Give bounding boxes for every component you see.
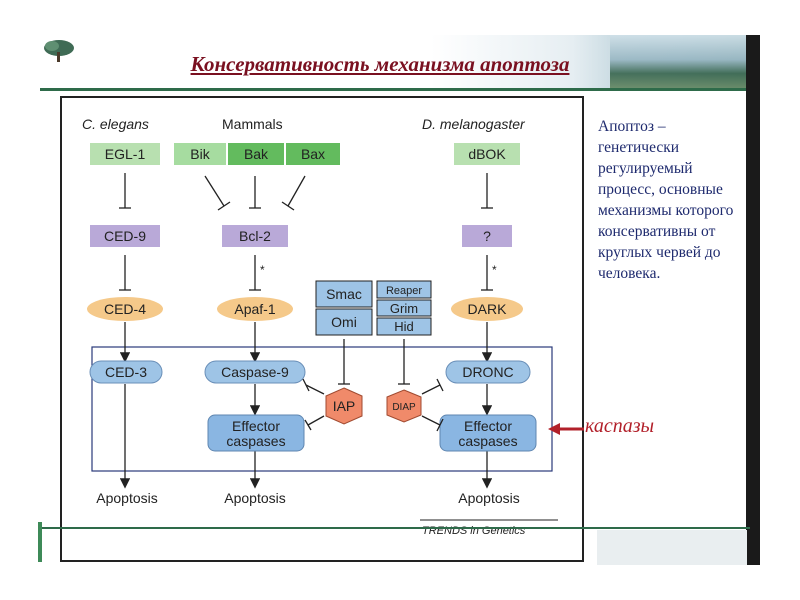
smac-label: Smac (326, 286, 362, 302)
ced4-oval (87, 297, 163, 321)
caspase-region-frame (91, 346, 553, 472)
mammals-asterisk: * (260, 263, 265, 277)
omi-box (315, 308, 373, 336)
iap-hexagon (325, 387, 363, 425)
dark-label: DARK (468, 301, 508, 317)
col-header-c-elegans: C. elegans (82, 116, 149, 132)
unknown-box (462, 225, 512, 247)
right-edge-bar (746, 35, 760, 565)
bcl2-box (222, 225, 288, 247)
diap-label: DIAP (392, 402, 416, 413)
apaf1-label: Apaf-1 (234, 301, 275, 317)
bcl2-label: Bcl-2 (239, 228, 271, 244)
apoptosis-mammals: Apoptosis (224, 490, 285, 506)
side-description: Апоптоз – генетически регулируемый проце… (598, 118, 734, 282)
inhibition-lines-top (119, 173, 493, 211)
tree-logo-icon (44, 40, 74, 62)
bak-box (228, 143, 284, 165)
effector-mammals-line1: Effector (232, 418, 280, 434)
footer-left-accent (38, 522, 42, 562)
bik-label: Bik (190, 146, 210, 162)
bik-box (174, 143, 226, 165)
effector-drosophila-line1: Effector (464, 418, 512, 434)
inhibition-lines-middle (119, 255, 493, 291)
grim-label: Grim (390, 301, 418, 316)
caspase9-pill (204, 360, 306, 384)
caspase9-label: Caspase-9 (221, 364, 289, 380)
dronc-label: DRONC (462, 364, 513, 380)
grim-box (376, 299, 432, 317)
header-landscape-image (610, 35, 750, 90)
header-divider (40, 88, 750, 91)
caspase-pointer-arrow-icon (548, 423, 584, 435)
dbok-box (454, 143, 520, 165)
egl1-label: EGL-1 (105, 146, 146, 162)
iap-inhibition-lines (302, 339, 444, 432)
effector-mammals-line2: caspases (226, 433, 285, 449)
ced3-pill (89, 360, 163, 384)
activation-arrows (119, 322, 493, 489)
caspases-label: каспазы (585, 415, 655, 437)
smac-box (315, 280, 373, 308)
dark-oval (451, 297, 523, 321)
reaper-label: Reaper (386, 285, 422, 297)
bax-label: Bax (301, 146, 325, 162)
diap-hexagon (386, 389, 422, 423)
ced4-label: CED-4 (104, 301, 146, 317)
iap-label: IAP (333, 398, 356, 414)
bak-label: Bak (244, 146, 269, 162)
col-header-mammals: Mammals (222, 116, 283, 132)
bax-box (286, 143, 340, 165)
drosophila-asterisk: * (492, 263, 497, 277)
apaf1-oval (217, 297, 293, 321)
hid-label: Hid (394, 319, 414, 334)
reaper-box (376, 280, 432, 299)
apoptosis-c-elegans: Apoptosis (96, 490, 157, 506)
col-header-drosophila: D. melanogaster (422, 116, 526, 132)
effector-drosophila-line2: caspases (458, 433, 517, 449)
ced9-box (90, 225, 160, 247)
ced9-label: CED-9 (104, 228, 146, 244)
hid-box (376, 317, 432, 336)
effector-caspases-mammals-box (207, 414, 305, 452)
slide-title: Консервативность механизма апоптоза (190, 52, 570, 76)
omi-label: Omi (331, 314, 357, 330)
dbok-label: dBOK (468, 146, 506, 162)
ced3-label: CED-3 (105, 364, 147, 380)
footer-panel (597, 530, 747, 565)
apoptosis-drosophila: Apoptosis (458, 490, 519, 506)
dronc-pill (445, 360, 531, 384)
effector-caspases-drosophila-box (439, 414, 537, 452)
apoptosis-pathway-figure: C. elegans Mammals D. melanogaster EGL-1… (60, 96, 584, 562)
footer-divider (40, 527, 750, 529)
unknown-label: ? (483, 228, 491, 244)
egl1-box (90, 143, 160, 165)
pathway-diagram: C. elegans Mammals D. melanogaster EGL-1… (82, 116, 558, 537)
